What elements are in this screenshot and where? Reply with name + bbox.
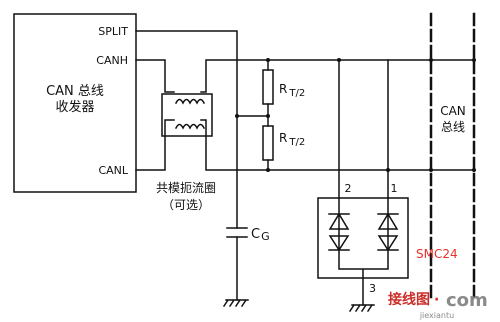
smc-pin3-label: 3	[369, 282, 376, 295]
choke-coil-top	[174, 98, 206, 105]
ground-smc	[348, 303, 375, 313]
choke-label: 共模扼流圈	[156, 180, 216, 195]
watermark-cn: 接线图	[388, 291, 430, 308]
capacitor-plates	[226, 227, 248, 238]
diode-right-top	[377, 212, 399, 230]
ground-capacitor	[222, 298, 249, 308]
junction-dot	[235, 114, 239, 118]
choke-optional-label: （可选）	[162, 198, 210, 212]
watermark-site: jiexiantu	[419, 311, 454, 320]
resistor-bottom	[262, 125, 274, 161]
transceiver-subtitle: 收发器	[55, 99, 94, 115]
smc24-label: SMC24	[416, 247, 458, 261]
canl-wire-in	[135, 119, 175, 171]
canh-wire-in	[135, 59, 175, 93]
transceiver-title: CAN 总线	[46, 84, 104, 99]
capacitor-label: CG	[251, 227, 270, 243]
smc-pin2-label: 2	[345, 182, 352, 195]
pin-canh-label: CANH	[96, 54, 128, 67]
diode-left-top	[328, 212, 350, 230]
junction-dot	[429, 168, 433, 172]
bus-label-sub: 总线	[441, 120, 465, 134]
pin-split-label: SPLIT	[98, 25, 128, 38]
choke-coil-bottom	[174, 123, 206, 130]
junction-dot	[472, 58, 476, 62]
resistor-top	[262, 69, 274, 105]
canh-wire-out	[200, 59, 475, 93]
diode-right-bottom	[377, 235, 399, 252]
junction-dot	[266, 58, 270, 62]
pin-canl-label: CANL	[98, 164, 128, 177]
junction-dot	[337, 58, 341, 62]
junction-dot	[266, 168, 270, 172]
junction-dot	[472, 168, 476, 172]
choke-box	[161, 93, 213, 137]
split-wire	[135, 30, 238, 229]
watermark-dot: ·	[434, 292, 439, 308]
watermark-com: com	[446, 290, 488, 311]
bus-label: CAN	[440, 104, 466, 118]
junction-dot	[429, 58, 433, 62]
junction-dot	[266, 114, 270, 118]
canl-wire-out	[200, 119, 475, 171]
junction-dot	[386, 168, 390, 172]
smc-pin1-label: 1	[391, 182, 398, 195]
smc24-internal-wire	[338, 197, 389, 306]
transceiver-box	[13, 13, 137, 193]
diode-left-bottom	[328, 235, 350, 252]
